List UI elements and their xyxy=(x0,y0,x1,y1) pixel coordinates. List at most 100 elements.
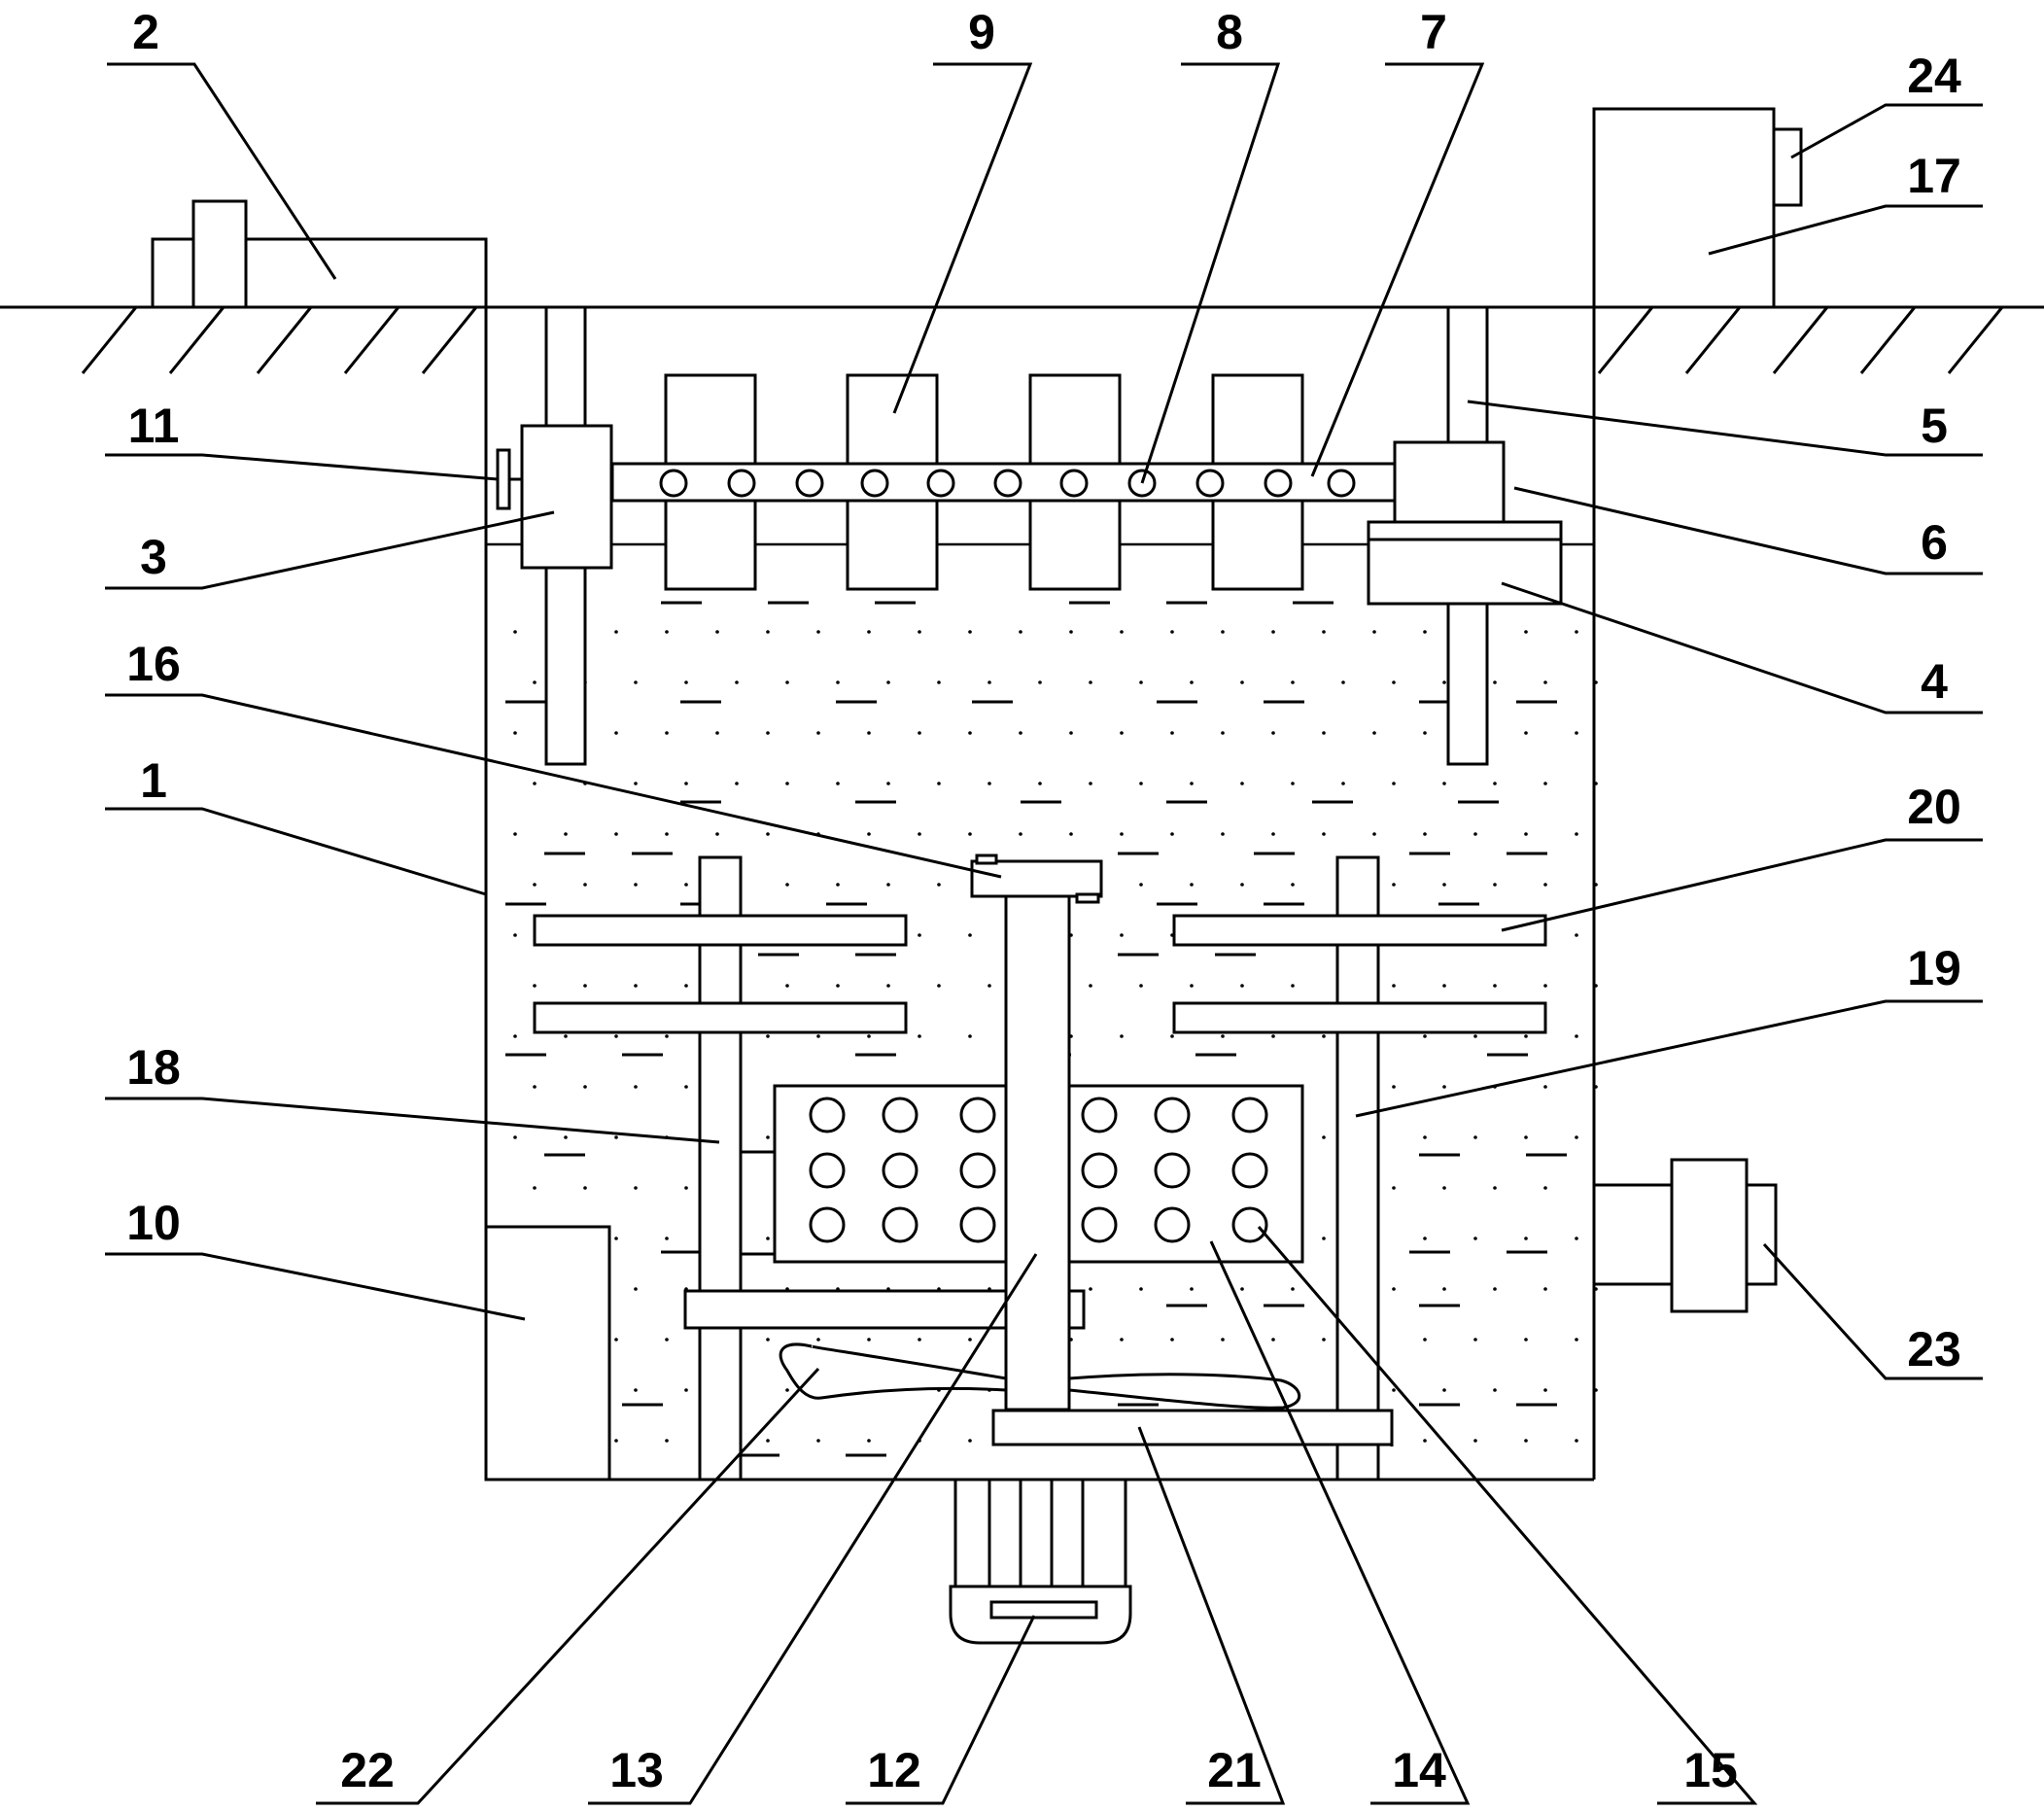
hole xyxy=(1154,1097,1191,1133)
water-dot xyxy=(1170,630,1174,634)
water-dot xyxy=(1543,782,1547,785)
roller xyxy=(1195,469,1225,498)
water-dot xyxy=(867,832,871,836)
water-dot xyxy=(1423,1237,1427,1240)
button-24 xyxy=(1772,127,1803,207)
water-dot xyxy=(614,1135,618,1139)
water-dot xyxy=(1442,782,1446,785)
leader-8 xyxy=(1140,62,1281,484)
label-9: 9 xyxy=(968,5,995,59)
leader-14 xyxy=(1209,1240,1471,1805)
label-20: 20 xyxy=(1907,780,1961,834)
water-dot xyxy=(987,782,991,785)
water-dot xyxy=(564,832,568,836)
water-dot xyxy=(886,984,890,988)
label-17: 17 xyxy=(1907,149,1961,203)
label-7: 7 xyxy=(1420,5,1447,59)
leader-7 xyxy=(1310,62,1485,477)
water-dot xyxy=(1291,680,1295,684)
water-dot xyxy=(715,832,719,836)
water-dot xyxy=(1524,832,1528,836)
water-dot xyxy=(1190,984,1194,988)
water-dot xyxy=(785,680,789,684)
water-dot xyxy=(1190,883,1194,887)
water-dot xyxy=(634,1186,638,1190)
water-dot xyxy=(1271,832,1275,836)
water-dot xyxy=(533,782,537,785)
water-dot xyxy=(1089,1287,1092,1291)
water-dot xyxy=(766,731,770,735)
hole xyxy=(1154,1152,1191,1189)
leader-10 xyxy=(105,1252,526,1321)
hole xyxy=(809,1206,846,1243)
leader-lines xyxy=(105,62,1983,1805)
water-dot xyxy=(1473,1439,1477,1443)
outlet-23 xyxy=(1592,1158,1778,1313)
hole xyxy=(959,1097,996,1133)
leader-17 xyxy=(1708,204,1983,256)
water-dot xyxy=(1493,1388,1497,1392)
labels: 2 9 8 7 24 17 11 5 3 6 16 4 1 20 19 18 1… xyxy=(126,5,1961,1797)
label-24: 24 xyxy=(1907,49,1961,103)
water-dot xyxy=(1322,832,1326,836)
water-dot xyxy=(766,1135,770,1139)
label-12: 12 xyxy=(867,1743,921,1797)
block-10 xyxy=(484,1225,611,1481)
water-dot xyxy=(564,1034,568,1038)
block-6-and-4 xyxy=(1367,440,1563,606)
water-dot xyxy=(533,1186,537,1190)
water-dot xyxy=(1493,883,1497,887)
water-dot xyxy=(937,782,941,785)
water-dot xyxy=(1089,782,1092,785)
water-dot xyxy=(867,1034,871,1038)
water-dot xyxy=(634,1388,638,1392)
water-dot xyxy=(1322,1338,1326,1342)
water-dot xyxy=(533,680,537,684)
water-dot xyxy=(1442,883,1446,887)
water-dot xyxy=(766,1338,770,1342)
water-dot xyxy=(1493,782,1497,785)
water-dot xyxy=(1524,1034,1528,1038)
water-dot xyxy=(1240,883,1244,887)
water-dot xyxy=(1271,1034,1275,1038)
label-10: 10 xyxy=(126,1196,181,1250)
water-dot xyxy=(816,1338,820,1342)
water-dot xyxy=(1493,1287,1497,1291)
water-dot xyxy=(1543,1388,1547,1392)
water-dot xyxy=(1524,1237,1528,1240)
water-dot xyxy=(1493,984,1497,988)
water-dot xyxy=(1372,832,1376,836)
roller xyxy=(926,469,955,498)
roller xyxy=(659,469,688,498)
water-dot xyxy=(886,680,890,684)
water-dot xyxy=(583,1186,587,1190)
water-dot xyxy=(886,782,890,785)
water-dot xyxy=(836,984,840,988)
water-dot xyxy=(1221,731,1225,735)
roller xyxy=(795,469,824,498)
leader-13 xyxy=(588,1253,1038,1805)
posts xyxy=(698,855,1380,1481)
water-dot xyxy=(968,731,972,735)
water-dot xyxy=(564,1135,568,1139)
water-dot xyxy=(937,680,941,684)
water-dot xyxy=(1392,782,1396,785)
label-14: 14 xyxy=(1392,1743,1446,1797)
water-dot xyxy=(1493,680,1497,684)
leader-15 xyxy=(1257,1226,1758,1805)
water-dot xyxy=(1322,1034,1326,1038)
hole xyxy=(882,1152,918,1189)
water-dot xyxy=(684,1186,688,1190)
water-dot xyxy=(513,933,517,937)
water-dot xyxy=(987,984,991,988)
water-dot xyxy=(937,883,941,887)
water-dot xyxy=(1240,782,1244,785)
water-dot xyxy=(614,731,618,735)
water-dot xyxy=(816,731,820,735)
block-6 xyxy=(1393,440,1506,524)
water-dot xyxy=(1392,1085,1396,1089)
water-dot xyxy=(918,1034,921,1038)
water-dot xyxy=(1038,680,1042,684)
